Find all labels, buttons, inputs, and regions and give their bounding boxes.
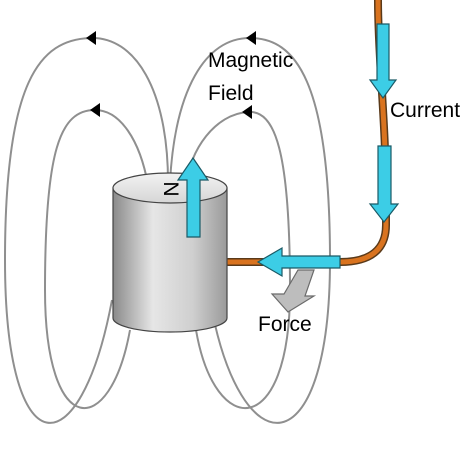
magnetic-field-label-line1: Magnetic xyxy=(208,49,293,72)
magnet-pole-label: N xyxy=(159,181,182,196)
field-direction-arrows xyxy=(86,31,256,119)
arrow-down-left-icon xyxy=(270,269,317,313)
field-line-inner-left xyxy=(43,108,149,410)
field-line-outer-right xyxy=(169,36,332,424)
field-line-inner-right xyxy=(185,110,292,410)
arrow-down-icon xyxy=(368,23,398,100)
field-line-outer-left xyxy=(3,36,169,424)
force-label: Force xyxy=(258,313,312,336)
magnetic-field-label-line2: Field xyxy=(208,82,254,105)
arrowhead-icon xyxy=(242,105,252,119)
bar-magnet xyxy=(112,172,228,333)
current-label: Current xyxy=(390,99,460,122)
arrow-down-icon xyxy=(368,145,400,223)
arrowhead-icon xyxy=(246,31,256,45)
arrowhead-icon xyxy=(86,31,96,45)
current-arrow-left xyxy=(256,246,341,278)
current-arrows xyxy=(368,23,400,223)
arrow-up-icon xyxy=(176,156,210,238)
magnetic-field-lines xyxy=(3,36,332,424)
arrowhead-icon xyxy=(90,103,100,117)
